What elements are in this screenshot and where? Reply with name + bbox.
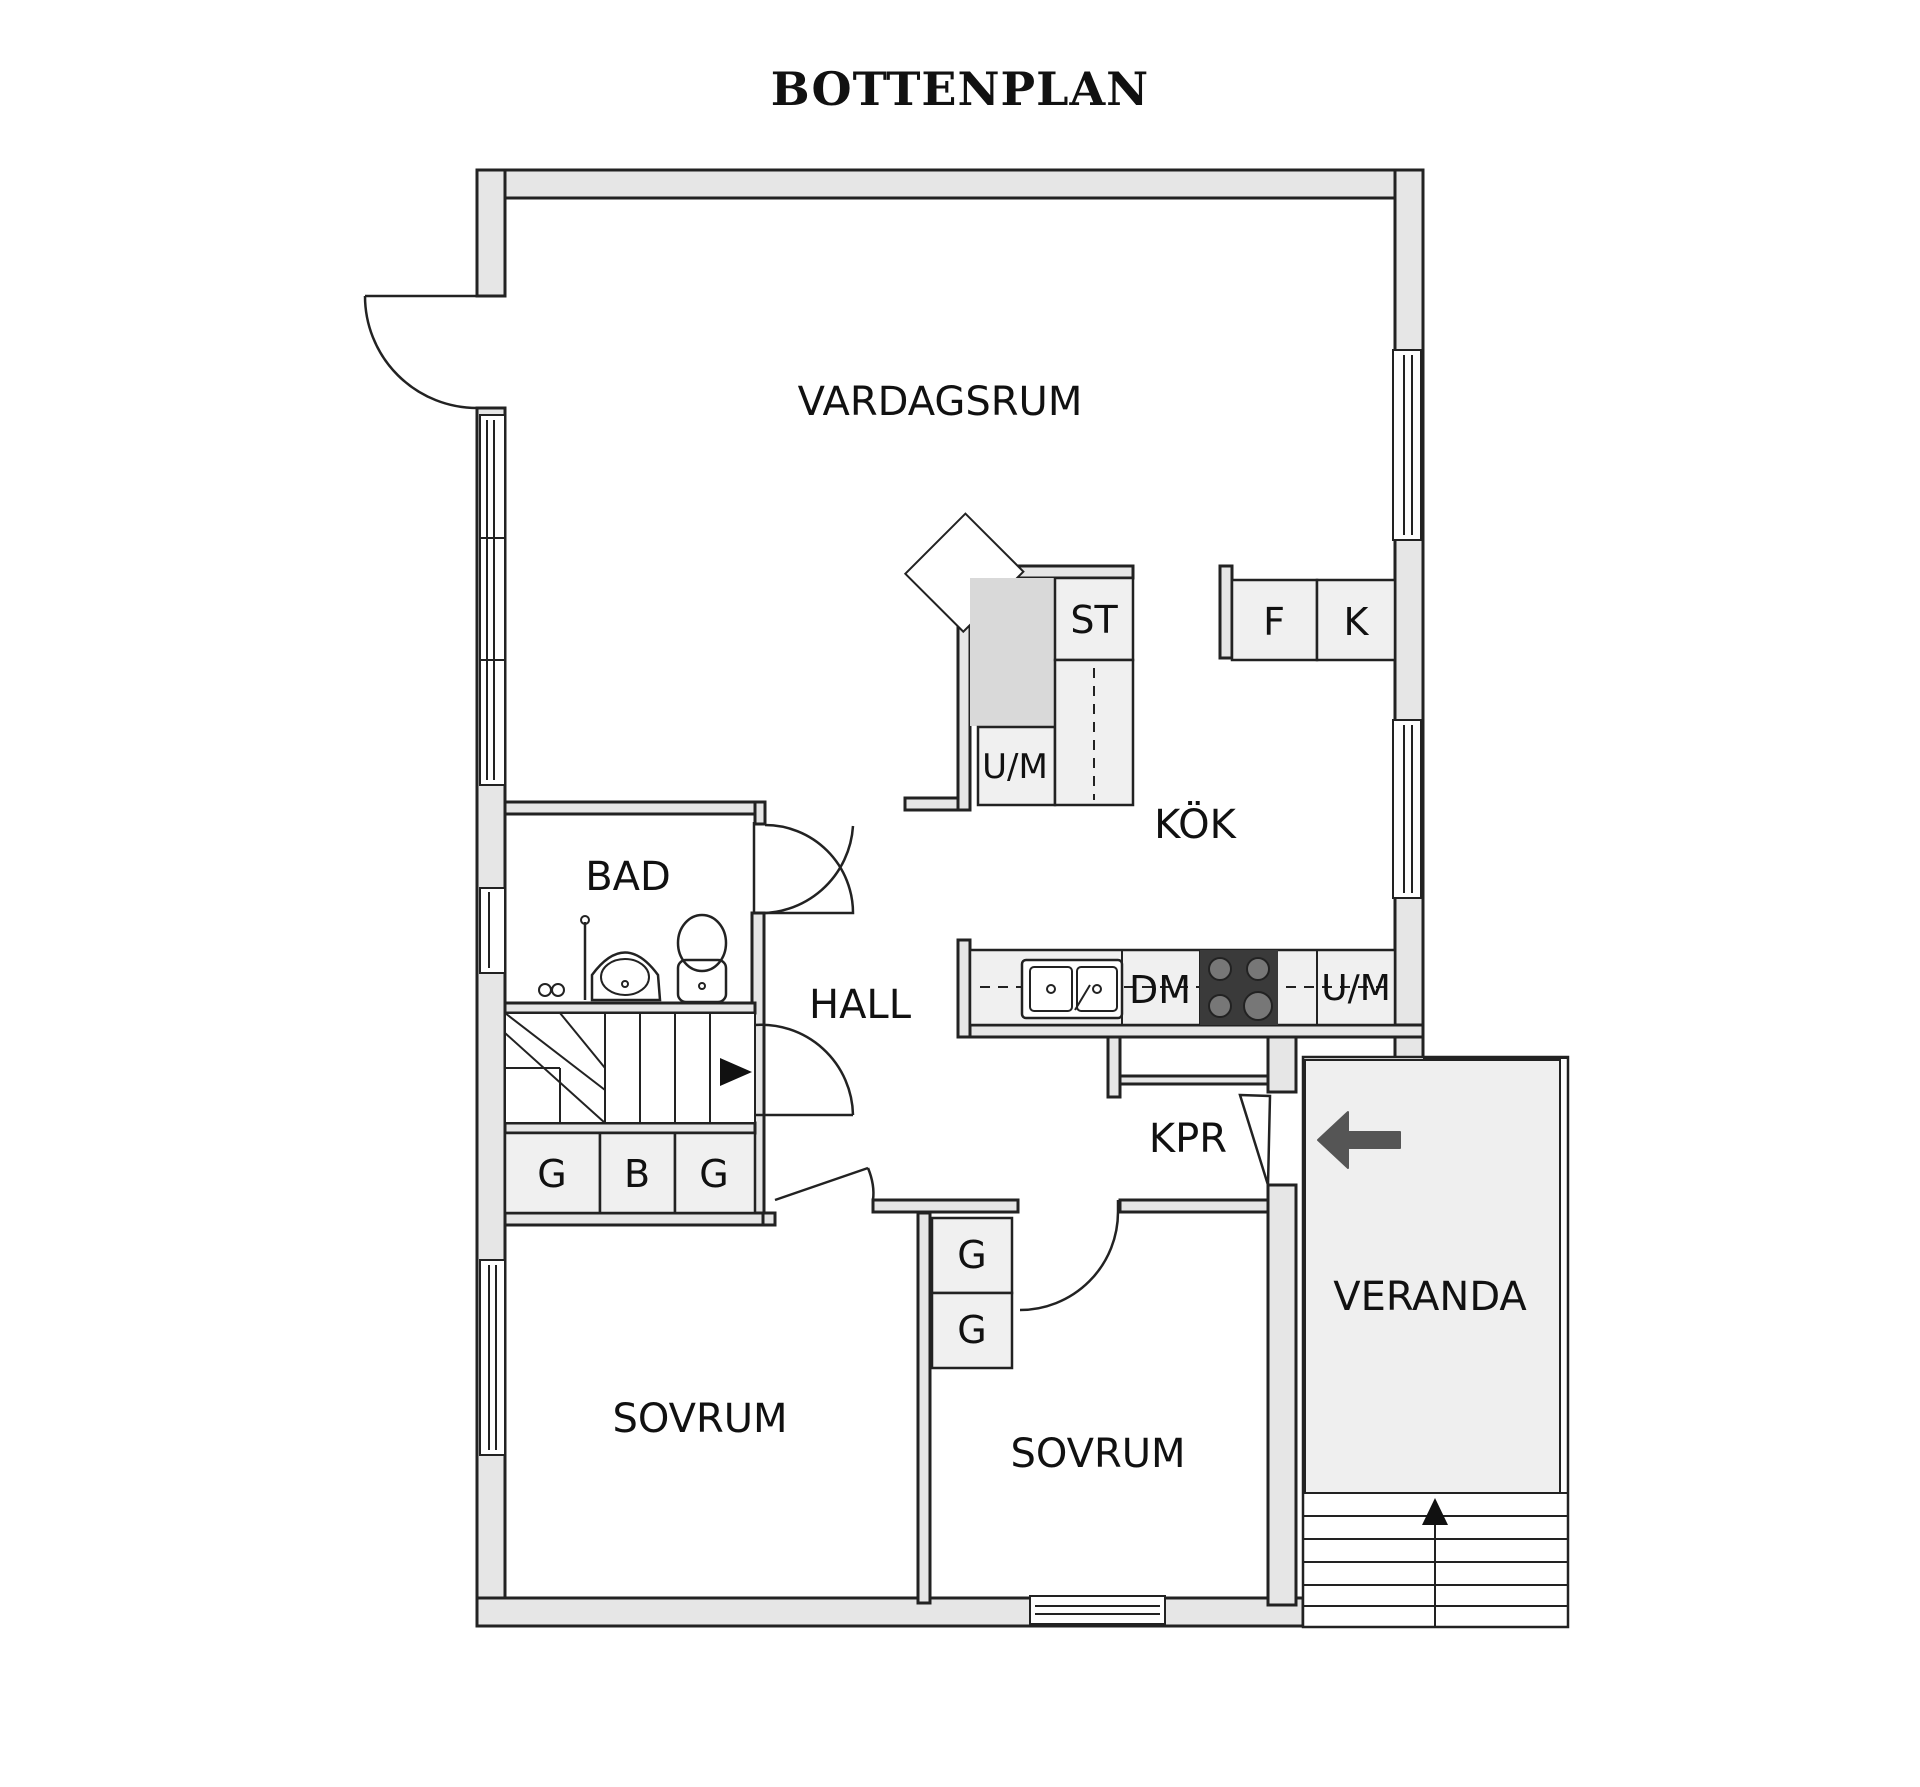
dm-label: DM: [1129, 968, 1191, 1012]
um-counter-label: U/M: [1321, 968, 1391, 1009]
entrance-arrow-icon: [1317, 1111, 1401, 1169]
staircase: [504, 1012, 756, 1124]
closet-g1-label: G: [537, 1152, 566, 1196]
room-label-sovrum-1: SOVRUM: [612, 1396, 787, 1442]
windows: [479, 349, 1422, 1625]
um-island-label: U/M: [982, 747, 1048, 787]
interior-walls: [503, 564, 1425, 1607]
kitchen-island: [903, 512, 1135, 807]
sink-icon: [1020, 958, 1124, 1020]
room-label-sovrum-2: SOVRUM: [1010, 1431, 1185, 1477]
closet-column-sovrum: [930, 1216, 1014, 1370]
plan-title: BOTTENPLAN: [770, 62, 1150, 116]
closet-g3-label: G: [957, 1233, 986, 1277]
room-label-veranda: VERANDA: [1333, 1274, 1527, 1320]
kitchen-counter: [968, 948, 1397, 1027]
st-label: ST: [1070, 598, 1118, 642]
closet-b-label: B: [624, 1152, 650, 1196]
room-label-hall: HALL: [809, 982, 912, 1028]
fridge-freezer: [1230, 578, 1397, 662]
interior-doors[interactable]: [752, 822, 1272, 1312]
closet-row-hall: [503, 1131, 757, 1215]
closet-g4-label: G: [957, 1308, 986, 1352]
closet-g2-label: G: [699, 1152, 728, 1196]
room-label-bad: BAD: [585, 854, 671, 900]
room-label-kpr: KPR: [1149, 1116, 1227, 1162]
freezer-label: F: [1263, 600, 1285, 644]
fridge-label: K: [1344, 600, 1370, 644]
front-door[interactable]: [363, 294, 478, 410]
stove-icon: [1200, 950, 1278, 1025]
bathroom-fixtures: [538, 913, 728, 1004]
room-label-vardagsrum: VARDAGSRUM: [798, 379, 1083, 425]
room-label-kok: KÖK: [1154, 800, 1238, 848]
